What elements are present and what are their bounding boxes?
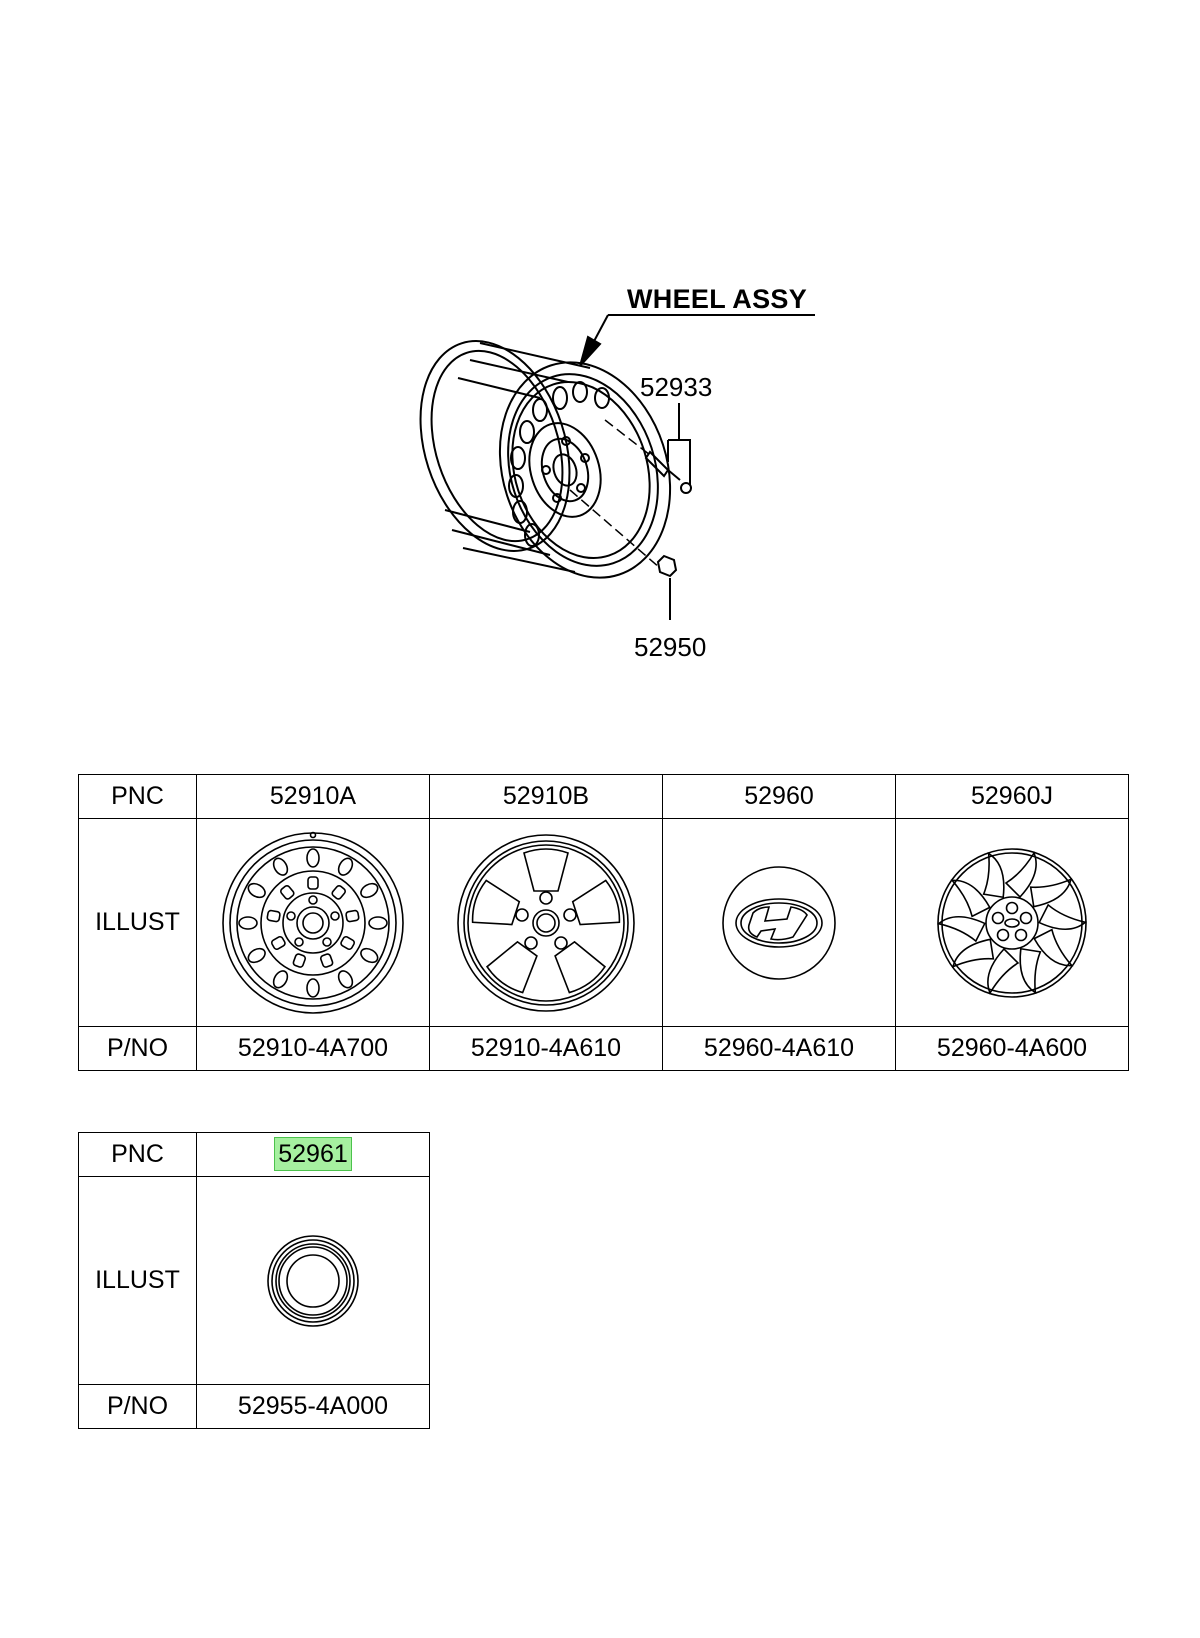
wheel-cover-icon <box>937 847 1087 998</box>
pnc-cell: 52910A <box>196 774 430 819</box>
pno-cell: 52910-4A700 <box>196 1026 430 1071</box>
table-row-illust: ILLUST <box>78 1176 430 1385</box>
wheel-assembly-drawing <box>419 314 815 620</box>
diagram-title: WHEEL ASSY <box>627 284 808 314</box>
table-row-pnc: PNC 52961 <box>78 1132 430 1177</box>
parts-table-main: PNC 52910A 52910B 52960 52960J ILLUST <box>78 774 1129 1071</box>
pno-cell: 52910-4A610 <box>429 1026 663 1071</box>
hubcap-emblem-icon <box>722 865 836 980</box>
pno-cell: 52960-4A610 <box>662 1026 896 1071</box>
row-label-illust: ILLUST <box>78 818 197 1027</box>
table-row-pno: P/NO 52955-4A000 <box>78 1384 430 1429</box>
row-label-illust: ILLUST <box>78 1176 197 1385</box>
steel-wheel-icon <box>222 831 404 1014</box>
pnc-cell: 52910B <box>429 774 663 819</box>
row-label-pnc: PNC <box>78 1132 197 1177</box>
table-row-pno: P/NO 52910-4A700 52910-4A610 52960-4A610… <box>78 1026 1129 1071</box>
row-label-pno: P/NO <box>78 1384 197 1429</box>
table-row-pnc: PNC 52910A 52910B 52960 52960J <box>78 774 1129 819</box>
pnc-link-highlighted[interactable]: 52961 <box>274 1137 352 1171</box>
table-row-illust: ILLUST <box>78 818 1129 1027</box>
row-label-pnc: PNC <box>78 774 197 819</box>
parts-table-secondary: PNC 52961 ILLUST P/NO 52955-4A000 <box>78 1132 430 1429</box>
pnc-cell: 52960J <box>895 774 1129 819</box>
pno-cell: 52960-4A600 <box>895 1026 1129 1071</box>
pno-cell: 52955-4A000 <box>196 1384 430 1429</box>
callout-nut-pnc: 52950 <box>634 632 707 662</box>
pnc-cell: 52960 <box>662 774 896 819</box>
center-cap-icon <box>267 1234 359 1327</box>
row-label-pno: P/NO <box>78 1026 197 1071</box>
callout-valve-pnc: 52933 <box>640 372 713 402</box>
alloy-wheel-icon <box>457 833 635 1012</box>
